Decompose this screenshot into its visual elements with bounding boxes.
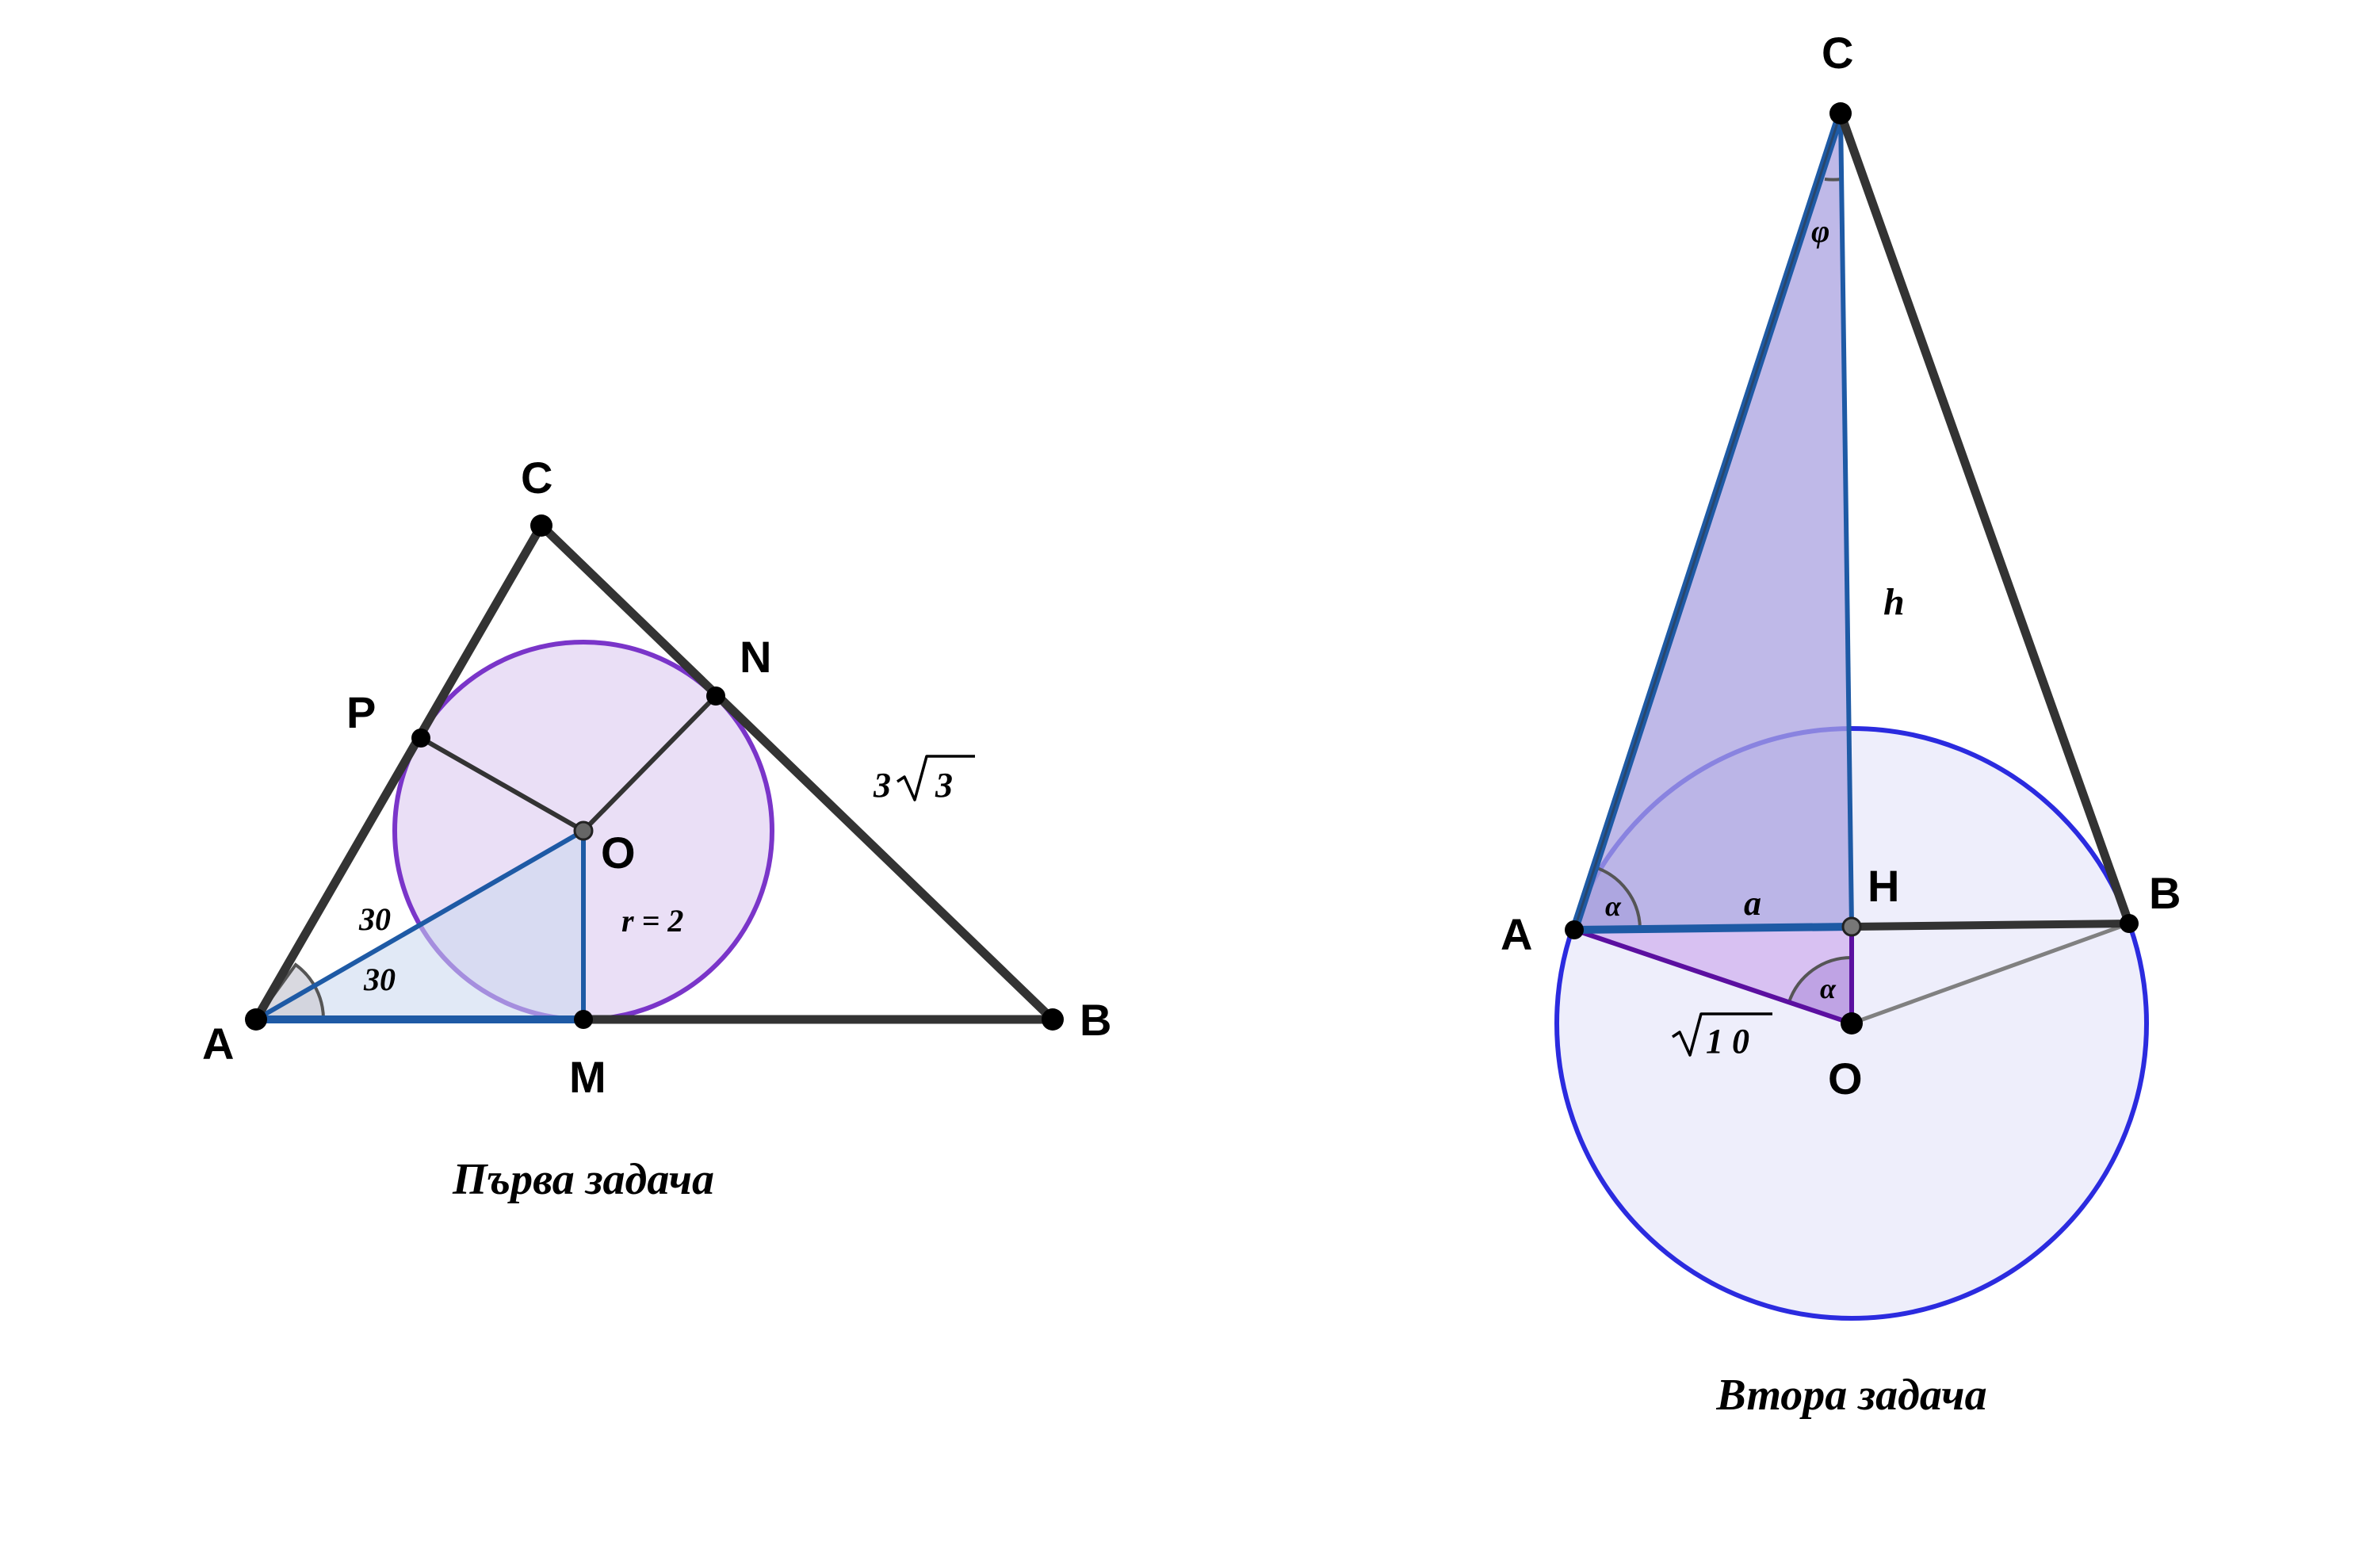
alpha-label-o: α bbox=[1820, 973, 1837, 1004]
side-label-radicand: 3 bbox=[935, 766, 953, 805]
angle-label-top: 30 bbox=[358, 901, 391, 937]
segment-ob bbox=[1851, 921, 2130, 1026]
point-b1 bbox=[1042, 1008, 1064, 1031]
point-o1 bbox=[573, 820, 594, 841]
label-c2: C bbox=[1822, 28, 1853, 78]
segment-ao2 bbox=[1573, 927, 1852, 1026]
alpha-label-a: α bbox=[1605, 890, 1622, 922]
caption-2: Втора задача bbox=[1715, 1371, 1986, 1420]
side-label-coefficient: 3 bbox=[873, 766, 891, 805]
segment-ah bbox=[1573, 923, 1852, 934]
point-a2 bbox=[1565, 920, 1584, 939]
label-b2: B bbox=[2149, 868, 2181, 918]
label-a1: A bbox=[202, 1019, 234, 1069]
radical-sign-icon-2 bbox=[1672, 1012, 1772, 1057]
point-c2 bbox=[1829, 102, 1852, 124]
segment-hb bbox=[1851, 920, 2130, 931]
label-o2: O bbox=[1828, 1054, 1863, 1103]
segment-op bbox=[419, 736, 585, 833]
phi-label: φ bbox=[1811, 213, 1829, 249]
segment-on bbox=[581, 694, 718, 833]
side-ac2-dark bbox=[1573, 113, 1842, 931]
side-ac bbox=[251, 521, 546, 1024]
label-a2: A bbox=[1501, 909, 1532, 959]
angle-arc-c2 bbox=[1824, 178, 1842, 182]
point-h2 bbox=[1841, 916, 1862, 937]
height-ch bbox=[1838, 113, 1854, 927]
label-m1: M bbox=[569, 1052, 606, 1102]
label-h2: H bbox=[1868, 861, 1899, 911]
point-b2 bbox=[2120, 914, 2139, 933]
height-label: h bbox=[1883, 581, 1905, 623]
point-p1 bbox=[411, 729, 430, 748]
figure-2: A B C H O h φ α α a 1 0 Втора задача bbox=[1501, 28, 2181, 1420]
label-o1: O bbox=[601, 828, 636, 878]
segment-ao bbox=[254, 828, 585, 1022]
point-a1 bbox=[245, 1008, 267, 1031]
label-c1: C bbox=[521, 453, 552, 503]
side-length-label: 3 3 bbox=[873, 755, 975, 805]
figure-1: A B C M N P O 30 30 r = 2 3 3 Първа зада… bbox=[202, 453, 1111, 1204]
radical-sign-icon bbox=[897, 755, 975, 801]
point-m1 bbox=[574, 1010, 593, 1029]
radius-label: r = 2 bbox=[621, 903, 683, 939]
caption-1: Първа задача bbox=[452, 1155, 714, 1204]
label-n1: N bbox=[740, 632, 771, 682]
ao-length-radicand: 1 0 bbox=[1706, 1022, 1749, 1061]
side-cb2 bbox=[1836, 109, 2134, 928]
point-c1 bbox=[530, 514, 552, 537]
angle-label-bottom: 30 bbox=[363, 962, 396, 997]
ao-length-label: 1 0 bbox=[1672, 1012, 1772, 1061]
label-b1: B bbox=[1080, 995, 1111, 1045]
point-n1 bbox=[706, 686, 725, 706]
segment-a-label: a bbox=[1744, 884, 1761, 923]
side-cb bbox=[537, 521, 1057, 1024]
label-p1: P bbox=[346, 687, 376, 737]
point-o2 bbox=[1841, 1012, 1863, 1034]
